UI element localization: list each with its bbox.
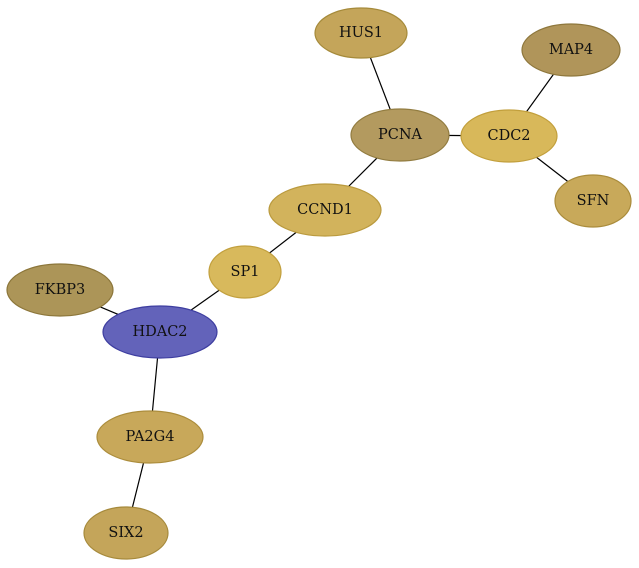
node-ccnd1[interactable]: CCND1 bbox=[268, 183, 382, 237]
node-label: HDAC2 bbox=[132, 324, 187, 340]
node-shape bbox=[83, 506, 169, 560]
node-label: PCNA bbox=[378, 127, 423, 143]
node-label: CDC2 bbox=[487, 128, 530, 144]
node-shape bbox=[268, 183, 382, 237]
node-hus1[interactable]: HUS1 bbox=[314, 7, 408, 59]
node-shape bbox=[554, 174, 632, 228]
node-sfn[interactable]: SFN bbox=[554, 174, 632, 228]
node-hdac2[interactable]: HDAC2 bbox=[102, 305, 218, 359]
node-shape bbox=[460, 109, 558, 163]
node-shape bbox=[350, 108, 450, 162]
node-shape bbox=[208, 245, 282, 299]
node-shape bbox=[6, 263, 114, 317]
node-six2[interactable]: SIX2 bbox=[83, 506, 169, 560]
node-cdc2[interactable]: CDC2 bbox=[460, 109, 558, 163]
node-label: SP1 bbox=[231, 264, 260, 280]
node-label: SIX2 bbox=[108, 525, 143, 541]
node-map4[interactable]: MAP4 bbox=[521, 23, 621, 77]
node-label: FKBP3 bbox=[35, 282, 86, 298]
node-label: PA2G4 bbox=[126, 429, 175, 445]
node-pa2g4[interactable]: PA2G4 bbox=[96, 410, 204, 464]
node-label: MAP4 bbox=[549, 42, 593, 58]
node-shape bbox=[521, 23, 621, 77]
node-fkbp3[interactable]: FKBP3 bbox=[6, 263, 114, 317]
node-label: SFN bbox=[577, 193, 610, 209]
node-pcna[interactable]: PCNA bbox=[350, 108, 450, 162]
node-shape bbox=[314, 7, 408, 59]
node-shape bbox=[96, 410, 204, 464]
node-label: HUS1 bbox=[339, 25, 383, 41]
node-shape bbox=[102, 305, 218, 359]
node-label: CCND1 bbox=[297, 202, 353, 218]
node-sp1[interactable]: SP1 bbox=[208, 245, 282, 299]
